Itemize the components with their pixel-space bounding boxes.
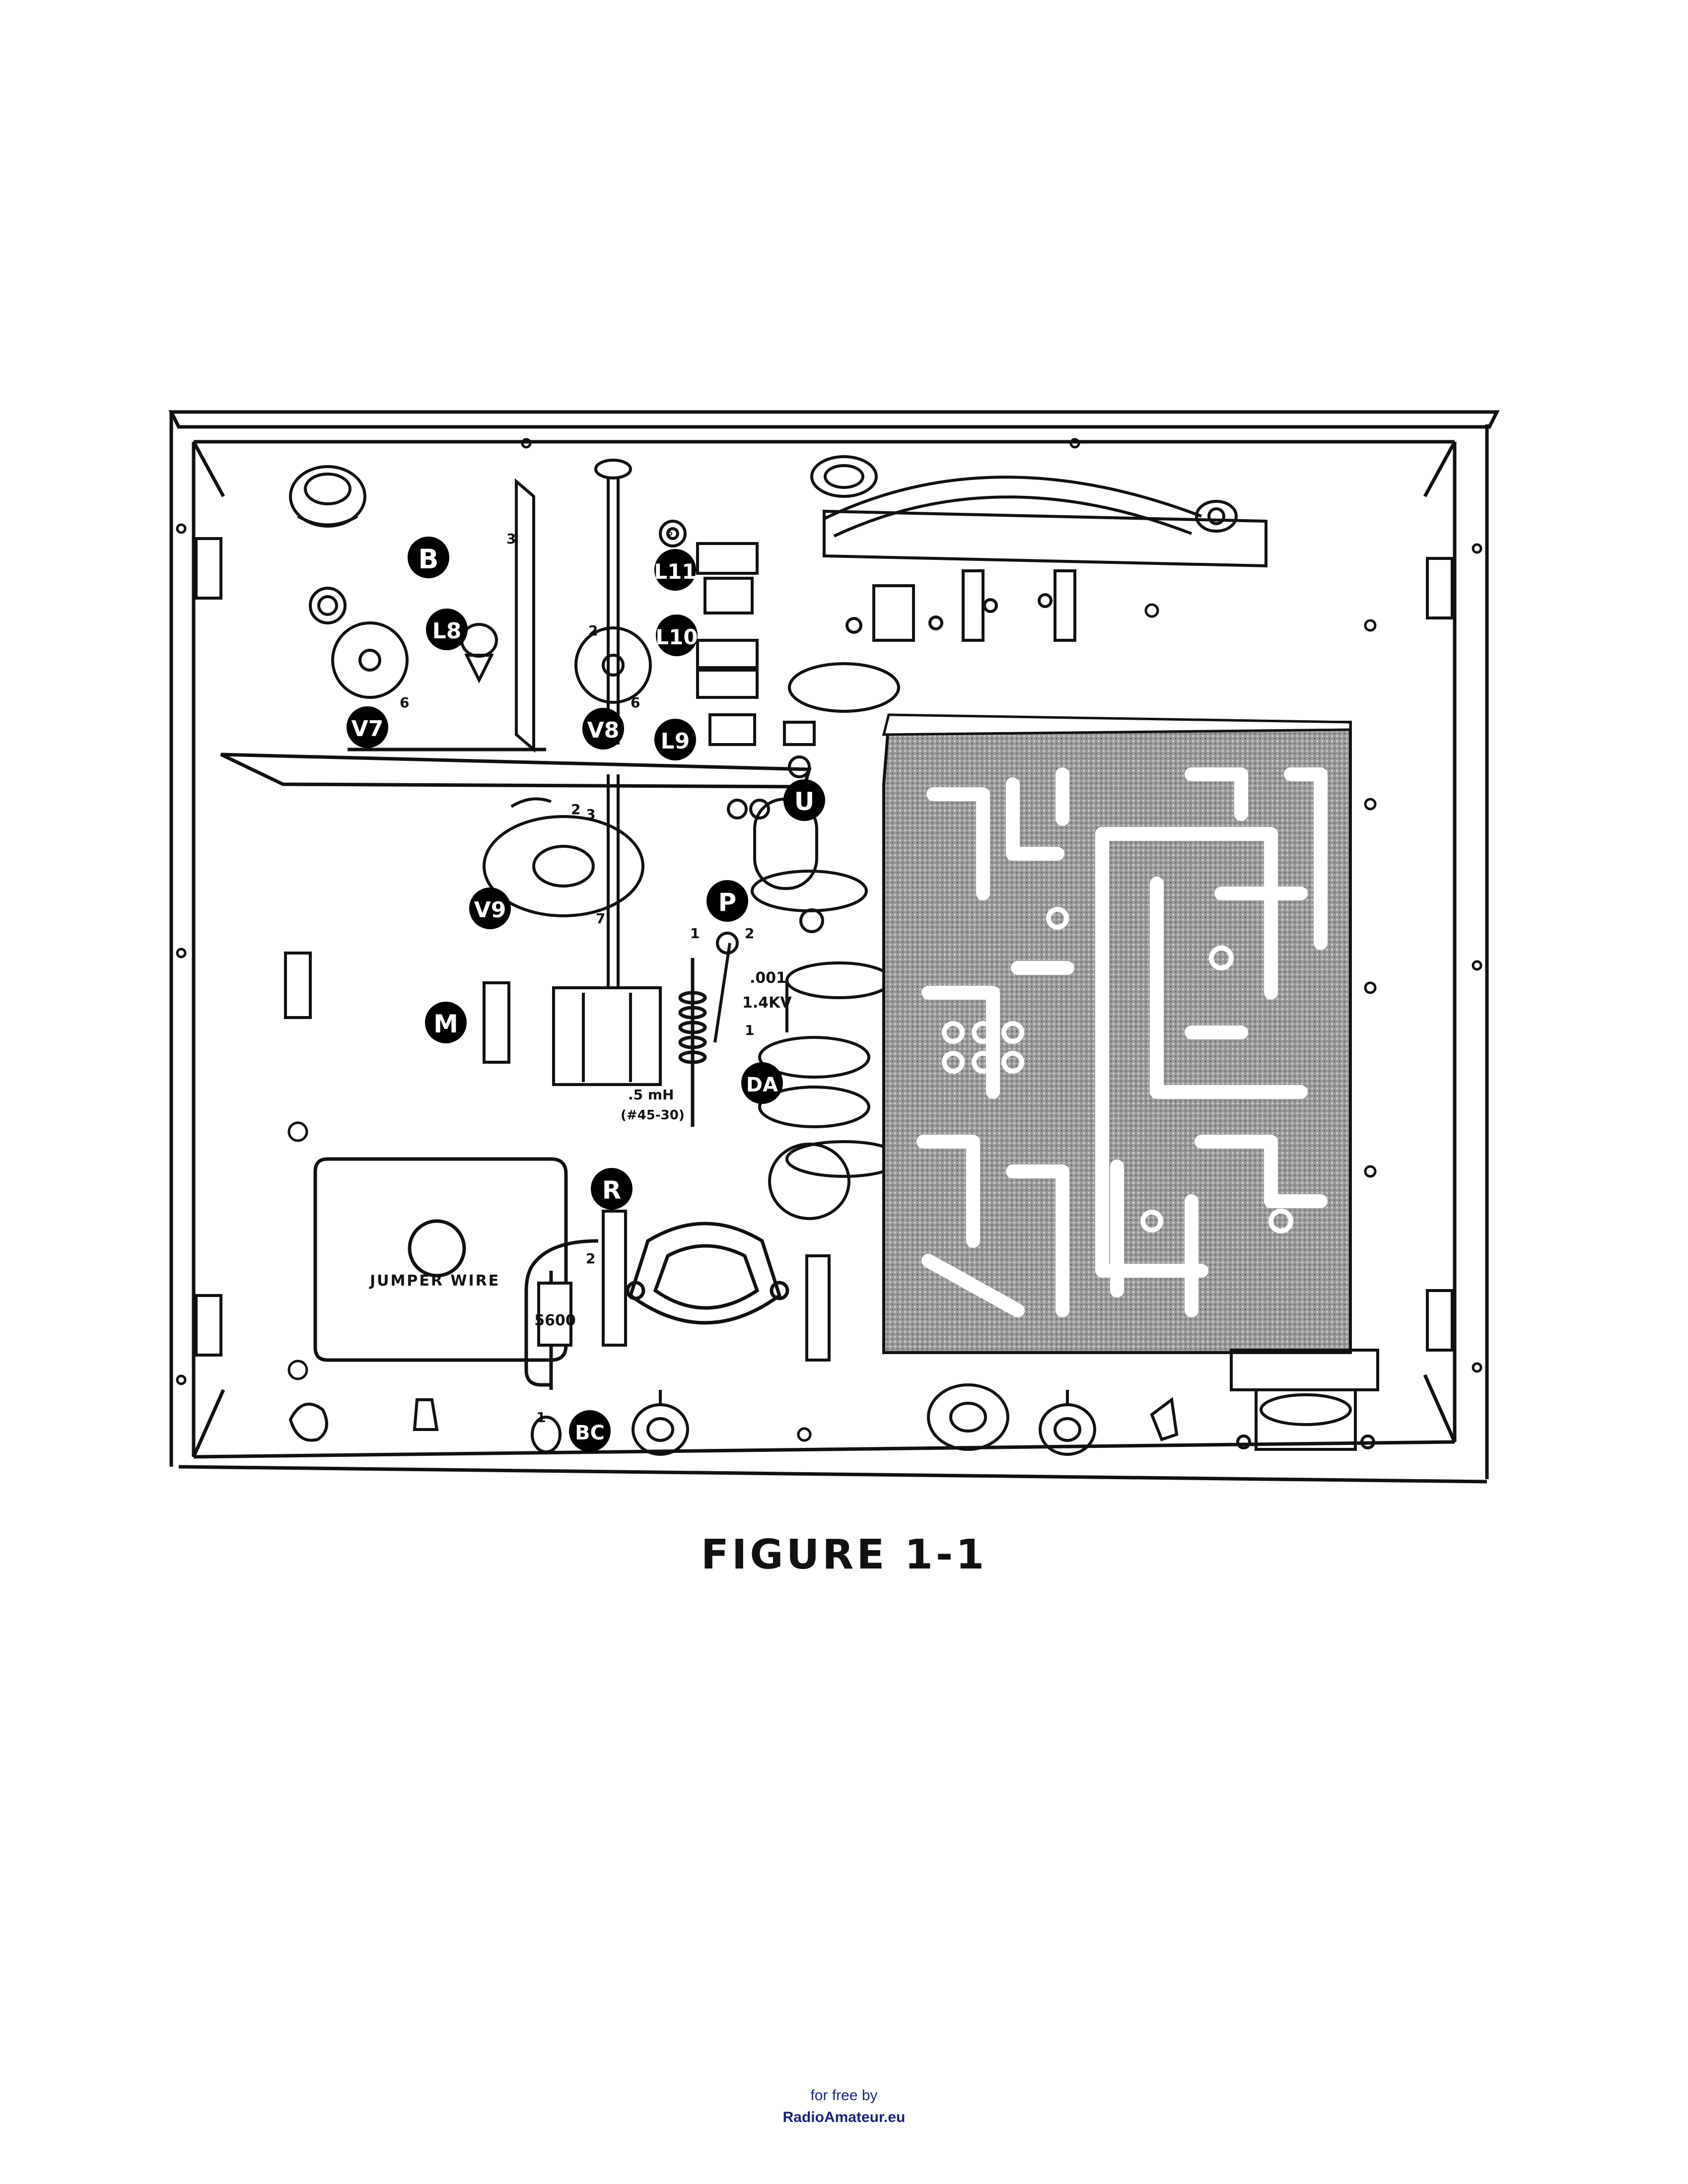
svg-text:B: B (418, 544, 438, 575)
callout-l8: L8 (426, 609, 468, 650)
capacitor-voltage-label: 1.4KV (742, 994, 792, 1012)
pin-label: 6 (631, 694, 640, 711)
octal-socket (626, 1222, 789, 1325)
pin-label: 2 (586, 1250, 595, 1267)
coil-forms (668, 532, 816, 778)
callout-da: DA (741, 1062, 783, 1104)
svg-text:P: P (718, 888, 737, 917)
jumper-wire-label: JUMPER WIRE (369, 1272, 500, 1290)
svg-text:L11: L11 (654, 559, 696, 584)
footer-line-1: for free by (810, 2087, 878, 2104)
footer-credit: for free by RadioAmateur.eu (0, 2085, 1688, 2128)
capacitor-value-label: .001 (750, 969, 786, 987)
chassis-frame (168, 410, 1500, 1484)
chassis-cutout (313, 1157, 568, 1362)
svg-text:L10: L10 (655, 625, 698, 649)
choke-value-label: .5 mH (628, 1087, 674, 1103)
callout-v9: V9 (469, 887, 511, 929)
svg-text:U: U (794, 787, 815, 816)
callout-l9: L9 (654, 719, 696, 760)
callout-bc: BC (569, 1410, 611, 1452)
pin-label: 7 (596, 910, 605, 927)
callout-m: M (425, 1002, 467, 1043)
svg-text:DA: DA (746, 1074, 778, 1096)
v9-socket (483, 774, 770, 988)
resistor-value-label: 5600 (534, 1312, 576, 1329)
svg-text:L8: L8 (432, 618, 462, 644)
pin-label: 6 (400, 694, 409, 711)
callout-v7: V7 (347, 706, 388, 748)
callout-r: R (591, 1168, 633, 1210)
callout-b: B (408, 537, 449, 578)
svg-text:V8: V8 (587, 718, 620, 743)
pin-label: 1 (690, 925, 700, 942)
pcb-board (882, 713, 1352, 1354)
top-components (289, 455, 1267, 753)
callout-u: U (783, 779, 825, 821)
svg-text:V7: V7 (352, 716, 384, 742)
pin-label: 1 (536, 1409, 546, 1426)
callout-l11: L11 (654, 549, 697, 591)
footer-site-link[interactable]: RadioAmateur.eu (782, 2109, 906, 2125)
pin-label: 2 (588, 622, 598, 639)
svg-text:L9: L9 (661, 729, 690, 754)
terminal-strips (284, 908, 831, 1362)
figure-caption: FIGURE 1-1 (701, 1531, 987, 1578)
rf-choke (678, 958, 707, 1127)
pin-label: 3 (506, 531, 516, 547)
callout-p: P (706, 880, 748, 922)
front-panel-components (288, 1349, 1379, 1456)
callout-l10: L10 (655, 614, 698, 656)
svg-text:R: R (602, 1176, 622, 1205)
svg-text:M: M (433, 1010, 458, 1038)
pin-label: 1 (745, 1022, 754, 1038)
svg-text:V9: V9 (474, 897, 506, 923)
resistor-body (537, 1282, 572, 1347)
ceramic-coil (552, 986, 662, 1086)
side-tabs (195, 537, 1454, 1357)
callout-v8: V8 (582, 708, 624, 750)
svg-text:BC: BC (575, 1422, 605, 1444)
pin-label: 2 (571, 801, 580, 818)
pin-label: 2 (745, 925, 754, 942)
shield-plate (220, 748, 812, 789)
tube-sockets-top (331, 621, 652, 704)
choke-part-label: (#45-30) (621, 1108, 685, 1123)
pin-label: 3 (586, 806, 595, 822)
